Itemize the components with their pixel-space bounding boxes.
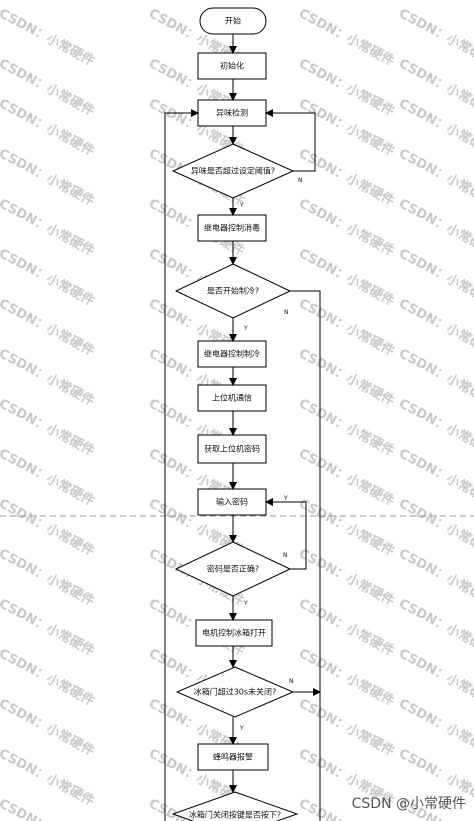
motor-open-label: 电机控制冰箱打开 (202, 628, 266, 638)
motor-open-process (195, 619, 273, 647)
buzzer-label: 蜂鸣器报警 (213, 752, 253, 762)
init-label: 初始化 (220, 61, 244, 71)
init-process (197, 52, 267, 80)
threshold-yes-label: Y (239, 202, 244, 209)
close-button-question-label: 冰箱门关闭按键是否按下? (189, 810, 281, 820)
edge-loop-back (164, 109, 199, 821)
buzzer-process (197, 743, 269, 771)
edge-password-no (265, 498, 307, 570)
footer-watermark: CSDN @小常硬件 (352, 796, 466, 812)
get-password-process (197, 434, 267, 464)
detect-label: 异味检测 (216, 108, 248, 118)
close-button-decision (171, 791, 299, 821)
door-yes-label: Y (239, 725, 244, 732)
edge-threshold-no (265, 109, 316, 172)
cooling-no-label: N (284, 309, 289, 316)
password-question-label: 密码是否正确? (207, 564, 259, 574)
edge-cooling-no (290, 290, 321, 821)
cooling-yes-label: Y (243, 325, 248, 332)
cooling-process (197, 340, 267, 368)
start-label: 开始 (225, 16, 241, 26)
input-return-label: Y (283, 495, 288, 502)
sterilize-process (197, 214, 267, 242)
host-comm-label: 上位机通信 (212, 393, 252, 403)
door-no-label: N (289, 678, 294, 685)
door-decision (175, 666, 295, 718)
sterilize-label: 继电器控制消毒 (204, 223, 260, 233)
cooling-question-label: 是否开始制冷? (207, 286, 259, 296)
password-yes-label: Y (243, 600, 248, 607)
input-password-label: 输入密码 (216, 497, 248, 507)
threshold-label: 异味是否超过设定阈值? (191, 166, 275, 176)
threshold-no-label: N (298, 177, 303, 184)
watermark-text: CSDN：小常硬件 (0, 5, 97, 69)
door-question-label: 冰箱门超过30s未关闭? (194, 687, 277, 697)
password-no-label: N (283, 552, 288, 559)
cooling-label: 继电器控制制冷 (204, 349, 260, 359)
get-password-label: 获取上位机密码 (204, 444, 260, 454)
host-comm-process (197, 384, 267, 412)
